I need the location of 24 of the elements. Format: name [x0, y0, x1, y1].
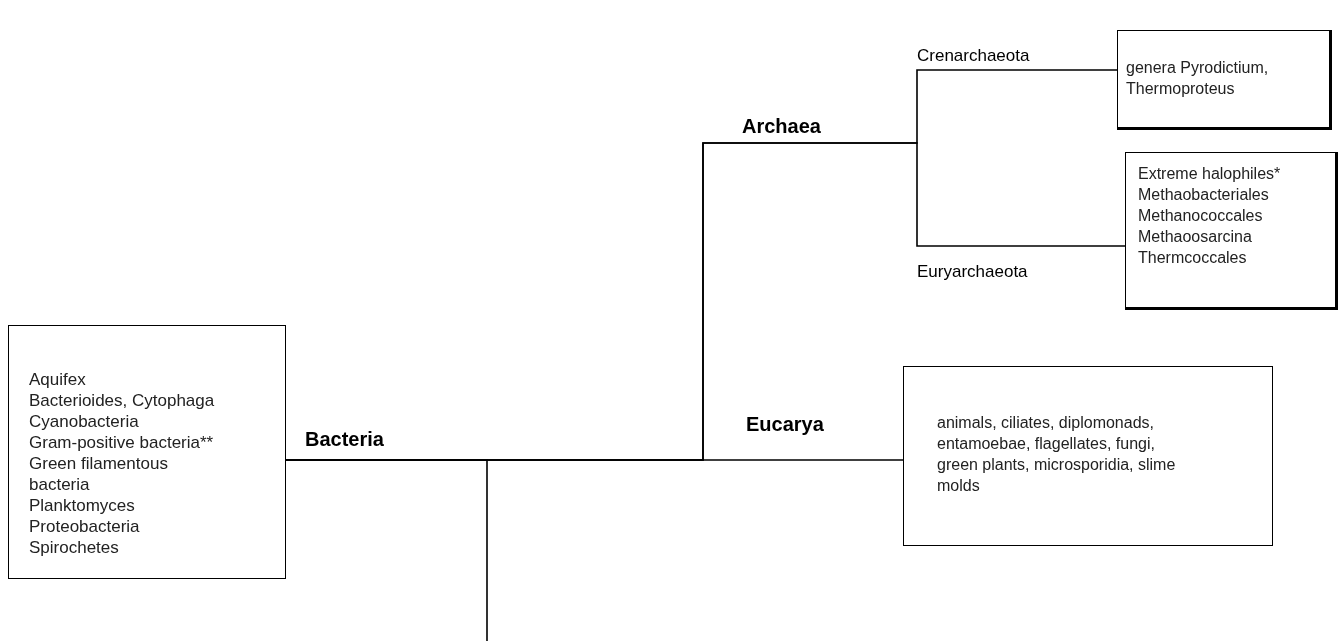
branch-label: Crenarchaeota — [917, 46, 1030, 66]
taxon-name: Planktomyces — [29, 495, 136, 516]
taxon-name: Proteobacteria — [29, 516, 141, 537]
taxon-box — [1117, 30, 1332, 130]
taxon-name: Extreme halophiles* — [1138, 164, 1282, 184]
branch-label: Euryarchaeota — [917, 262, 1028, 282]
taxon-name: Cyanobacteria — [29, 411, 140, 432]
taxon-name: Thermcoccales — [1138, 248, 1248, 268]
taxon-name: Gram-positive bacteria** — [29, 432, 215, 453]
taxon-name: Green filamentous bacteria — [29, 453, 169, 495]
taxon-name: Bacterioides, Cytophaga — [29, 390, 216, 411]
taxon-name: genera Pyrodictium, Thermoproteus — [1126, 58, 1270, 99]
taxon-box — [1125, 152, 1338, 310]
branch-label: Bacteria — [305, 428, 384, 451]
branch-label: Archaea — [742, 115, 821, 138]
taxon-box — [8, 325, 286, 579]
branch-label: Eucarya — [746, 413, 824, 436]
taxon-box — [903, 366, 1273, 546]
taxon-name: Methaoosarcina — [1138, 227, 1253, 247]
taxon-name: Spirochetes — [29, 537, 120, 558]
taxon-name: Methaobacteriales — [1138, 185, 1270, 205]
taxon-name: animals, ciliates, diplomonads, entamoebae, flagellates, fungi, green plants, microsporidia, slime molds — [937, 413, 1177, 496]
taxon-name: Methanococcales — [1138, 206, 1264, 226]
taxon-name: Aquifex — [29, 369, 87, 390]
